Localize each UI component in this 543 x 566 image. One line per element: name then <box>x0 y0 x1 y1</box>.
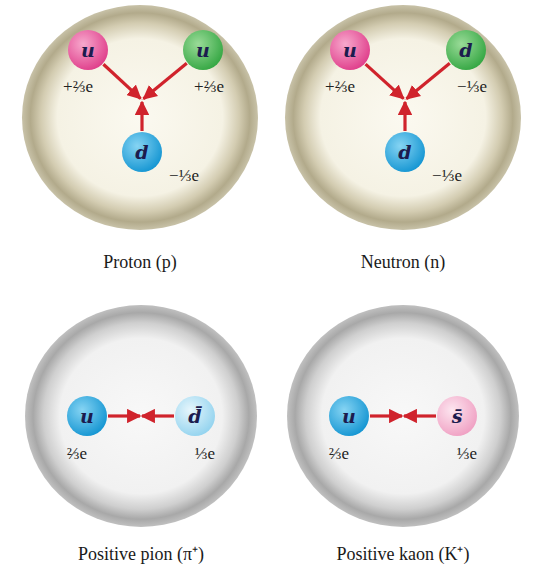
quark-circle: d−⅓e <box>385 132 425 172</box>
force-arrow <box>108 414 140 417</box>
quark-circle: u+⅔e <box>68 30 108 70</box>
quark-circle: u+⅔e <box>183 30 223 70</box>
charge-label: ⅓e <box>457 444 477 464</box>
quark-letter: u <box>330 30 370 70</box>
force-arrow <box>140 102 143 131</box>
force-arrow <box>142 414 174 417</box>
charge-label: ⅔e <box>329 444 349 464</box>
quark-letter: d <box>446 30 486 70</box>
quark-circle: u⅔e <box>67 396 107 436</box>
force-arrow <box>404 414 436 417</box>
quark-circle: u+⅔e <box>330 30 370 70</box>
charge-label: +⅔e <box>194 77 224 97</box>
particle-name: Positive kaon (K⁺) <box>337 541 470 565</box>
binding-arrows <box>22 5 258 230</box>
quark-letter: s̄ <box>437 396 477 436</box>
force-arrow <box>403 102 406 131</box>
quark-letter: u <box>183 30 223 70</box>
charge-label: −⅓e <box>169 166 199 186</box>
force-arrow <box>103 64 140 98</box>
force-arrow <box>144 63 187 98</box>
particle-name: Neutron (n) <box>361 252 445 273</box>
charge-label: +⅔e <box>325 77 355 97</box>
binding-arrows <box>25 305 257 527</box>
charge-label: ⅓e <box>195 444 215 464</box>
charge-label: −⅓e <box>432 166 462 186</box>
hadron-ellipse: Positive kaon (K⁺)u⅔es̄⅓e <box>287 305 519 527</box>
binding-arrows <box>285 5 521 230</box>
quark-circle: s̄⅓e <box>437 396 477 436</box>
hadron-ellipse: Proton (p)u+⅔eu+⅔ed−⅓e <box>22 5 258 230</box>
quark-letter: d <box>122 132 162 172</box>
hadron-ellipse: Neutron (n)u+⅔ed−⅓ed−⅓e <box>285 5 521 230</box>
charge-label: ⅔e <box>67 444 87 464</box>
quark-letter: d <box>385 132 425 172</box>
force-arrow <box>407 63 450 98</box>
charge-label: −⅓e <box>457 77 487 97</box>
quark-letter: u <box>67 396 107 436</box>
quark-circle: d−⅓e <box>122 132 162 172</box>
binding-arrows <box>287 305 519 527</box>
force-arrow <box>366 64 404 99</box>
quark-letter: u <box>329 396 369 436</box>
particle-name: Positive pion (π⁺) <box>78 541 204 565</box>
quark-circle: d̄⅓e <box>175 396 215 436</box>
quark-circle: u⅔e <box>329 396 369 436</box>
quark-letter: u <box>68 30 108 70</box>
quark-circle: d−⅓e <box>446 30 486 70</box>
particle-name: Proton (p) <box>103 252 177 273</box>
hadron-ellipse: Positive pion (π⁺)u⅔ed̄⅓e <box>25 305 257 527</box>
force-arrow <box>370 414 402 417</box>
quark-letter: d̄ <box>175 396 215 436</box>
charge-label: +⅔e <box>63 77 93 97</box>
